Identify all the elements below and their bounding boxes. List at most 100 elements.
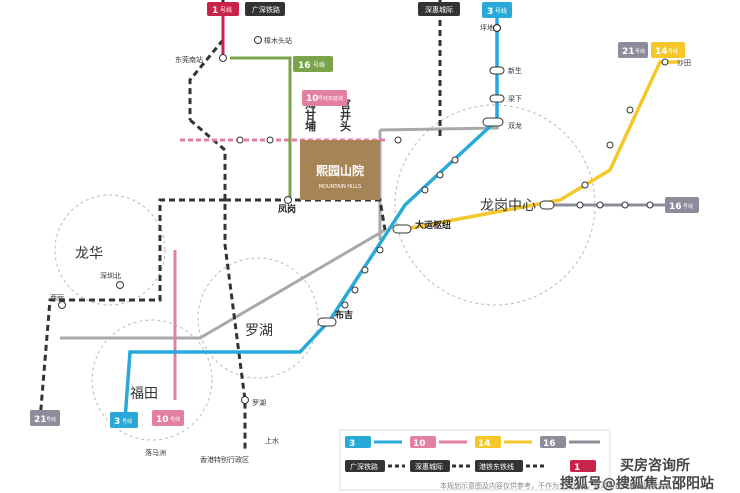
svg-text:16: 16	[669, 202, 682, 212]
svg-text:号线: 号线	[635, 48, 645, 55]
station-zhangmutou[interactable]	[254, 36, 262, 44]
badge-l3-top: 3 号线	[482, 2, 512, 18]
svg-text:号线: 号线	[313, 61, 325, 69]
svg-text:号线: 号线	[495, 7, 507, 15]
station-luohu-bottom[interactable]	[241, 396, 249, 404]
label-xili: 西丽	[50, 294, 64, 302]
project-name: 熙园山院	[316, 163, 364, 178]
badge-l10-bottom: 10 号线	[152, 410, 184, 426]
svg-text:21: 21	[622, 47, 635, 57]
label-liangxia: 梁下	[508, 94, 522, 103]
station-xinsheng[interactable]	[489, 66, 505, 75]
station-3d[interactable]	[376, 246, 384, 254]
badge-l1-top: 1 号线	[207, 2, 239, 16]
rail-east	[225, 198, 387, 231]
svg-text:3: 3	[487, 7, 493, 17]
svg-text:16: 16	[298, 61, 311, 71]
svg-text:号线: 号线	[46, 416, 56, 423]
label-xinsheng: 新生	[508, 66, 522, 75]
project-box: 熙园山院 MOUNTAIN HILLS	[300, 140, 380, 200]
rail-west	[38, 198, 225, 421]
green-line	[230, 56, 292, 200]
label-shenzhenbei: 深圳北	[100, 271, 121, 280]
station-shatian[interactable]	[661, 58, 669, 66]
badge-l21-top: 21 号线	[618, 42, 648, 58]
label-hk: 香港特别行政区	[200, 455, 249, 464]
svg-text:3: 3	[114, 417, 120, 427]
station-dongguan-south[interactable]	[219, 54, 227, 62]
label-zhangmutou: 樟木头站	[264, 36, 292, 45]
badge-l16-top: 16 号线	[293, 56, 333, 72]
svg-text:14: 14	[478, 439, 491, 449]
station-3a[interactable]	[451, 156, 459, 164]
guangshen-rail-2	[189, 118, 247, 450]
svg-text:10: 10	[413, 439, 426, 449]
station-3g[interactable]	[341, 301, 349, 309]
station-10c[interactable]	[394, 136, 402, 144]
svg-text:号线: 号线	[668, 48, 678, 55]
station-pinggu[interactable]	[539, 200, 555, 210]
label-dongguan-south: 东莞南站	[175, 55, 203, 64]
line3-path	[123, 18, 499, 421]
district-longgang: 龙岗中心	[480, 198, 536, 214]
station-3b[interactable]	[436, 171, 444, 179]
label-shuanglong: 双龙	[508, 121, 522, 130]
gray-line-a	[60, 228, 386, 340]
badge-shenhui-top: 深惠城际	[418, 2, 460, 16]
svg-text:14: 14	[655, 47, 668, 57]
station-fenggang[interactable]	[284, 196, 292, 204]
line3	[123, 18, 499, 421]
station-pingdi[interactable]	[492, 23, 502, 33]
legend-shenhui: 深惠城际	[415, 462, 443, 471]
badge-l3-bottom: 3 号线	[110, 412, 138, 428]
hub-buji: 布吉	[334, 309, 353, 321]
watermark-source: 搜狐号@搜狐焦点邵阳站	[560, 475, 714, 492]
legend: 3 10 14 16 广深铁路 深惠城际 港铁东铁线 1	[339, 429, 611, 491]
futian-circle	[91, 319, 213, 441]
station-buji-hub[interactable]	[317, 317, 337, 327]
legend-guangshen: 广深铁路	[350, 462, 378, 471]
luohu-circle	[197, 257, 319, 379]
disclaimer: 本规划示意图及内容仅供参考，不作为交付标准，以政府部门最终批准为准	[440, 481, 671, 490]
badge-l14-top: 14 号线	[651, 42, 685, 58]
badge-l21-left: 21 号线	[30, 410, 60, 426]
project-sub: MOUNTAIN HILLS	[319, 184, 362, 190]
hub-dayun: 大运枢纽	[415, 219, 451, 231]
svg-text:16: 16	[543, 439, 556, 449]
station-16c[interactable]	[621, 201, 629, 209]
station-14c[interactable]	[581, 181, 589, 189]
district-longhua: 龙华	[75, 246, 103, 262]
station-3f[interactable]	[351, 286, 359, 294]
longhua-circle	[54, 194, 166, 306]
station-16b[interactable]	[596, 201, 604, 209]
station-10b[interactable]	[266, 136, 274, 144]
svg-text:号线东延线: 号线东延线	[318, 95, 343, 102]
station-shuanglong[interactable]	[482, 117, 504, 127]
watermark-brand: 买房咨询所	[620, 457, 690, 474]
badge-guangshen-top: 广深铁路	[245, 2, 285, 16]
station-3e[interactable]	[361, 266, 369, 274]
label-luomasi: 落马洲	[145, 448, 166, 457]
legend-ganggang: 港铁东铁线	[479, 462, 514, 471]
svg-text:1: 1	[574, 463, 580, 473]
badge-l10-top: 10 号线东延线	[302, 90, 347, 106]
svg-text:3: 3	[349, 439, 355, 449]
station-liangxia[interactable]	[489, 94, 505, 103]
station-16a[interactable]	[576, 201, 584, 209]
station-16d[interactable]	[646, 201, 654, 209]
station-14a[interactable]	[626, 106, 634, 114]
district-luohu: 罗湖	[245, 323, 273, 339]
svg-text:广深铁路: 广深铁路	[252, 5, 280, 14]
label-shatian: 沙田	[677, 59, 691, 67]
svg-text:号线: 号线	[220, 6, 232, 14]
station-shenzhenbei[interactable]	[116, 281, 124, 289]
station-dayun-hub[interactable]	[392, 224, 412, 234]
svg-text:号线: 号线	[122, 418, 132, 425]
station-3c[interactable]	[421, 186, 429, 194]
hub-fenggang: 凤岗	[278, 203, 296, 215]
station-10a[interactable]	[236, 136, 244, 144]
svg-text:21: 21	[34, 415, 47, 425]
station-xili[interactable]	[58, 301, 66, 309]
station-14b[interactable]	[606, 141, 614, 149]
